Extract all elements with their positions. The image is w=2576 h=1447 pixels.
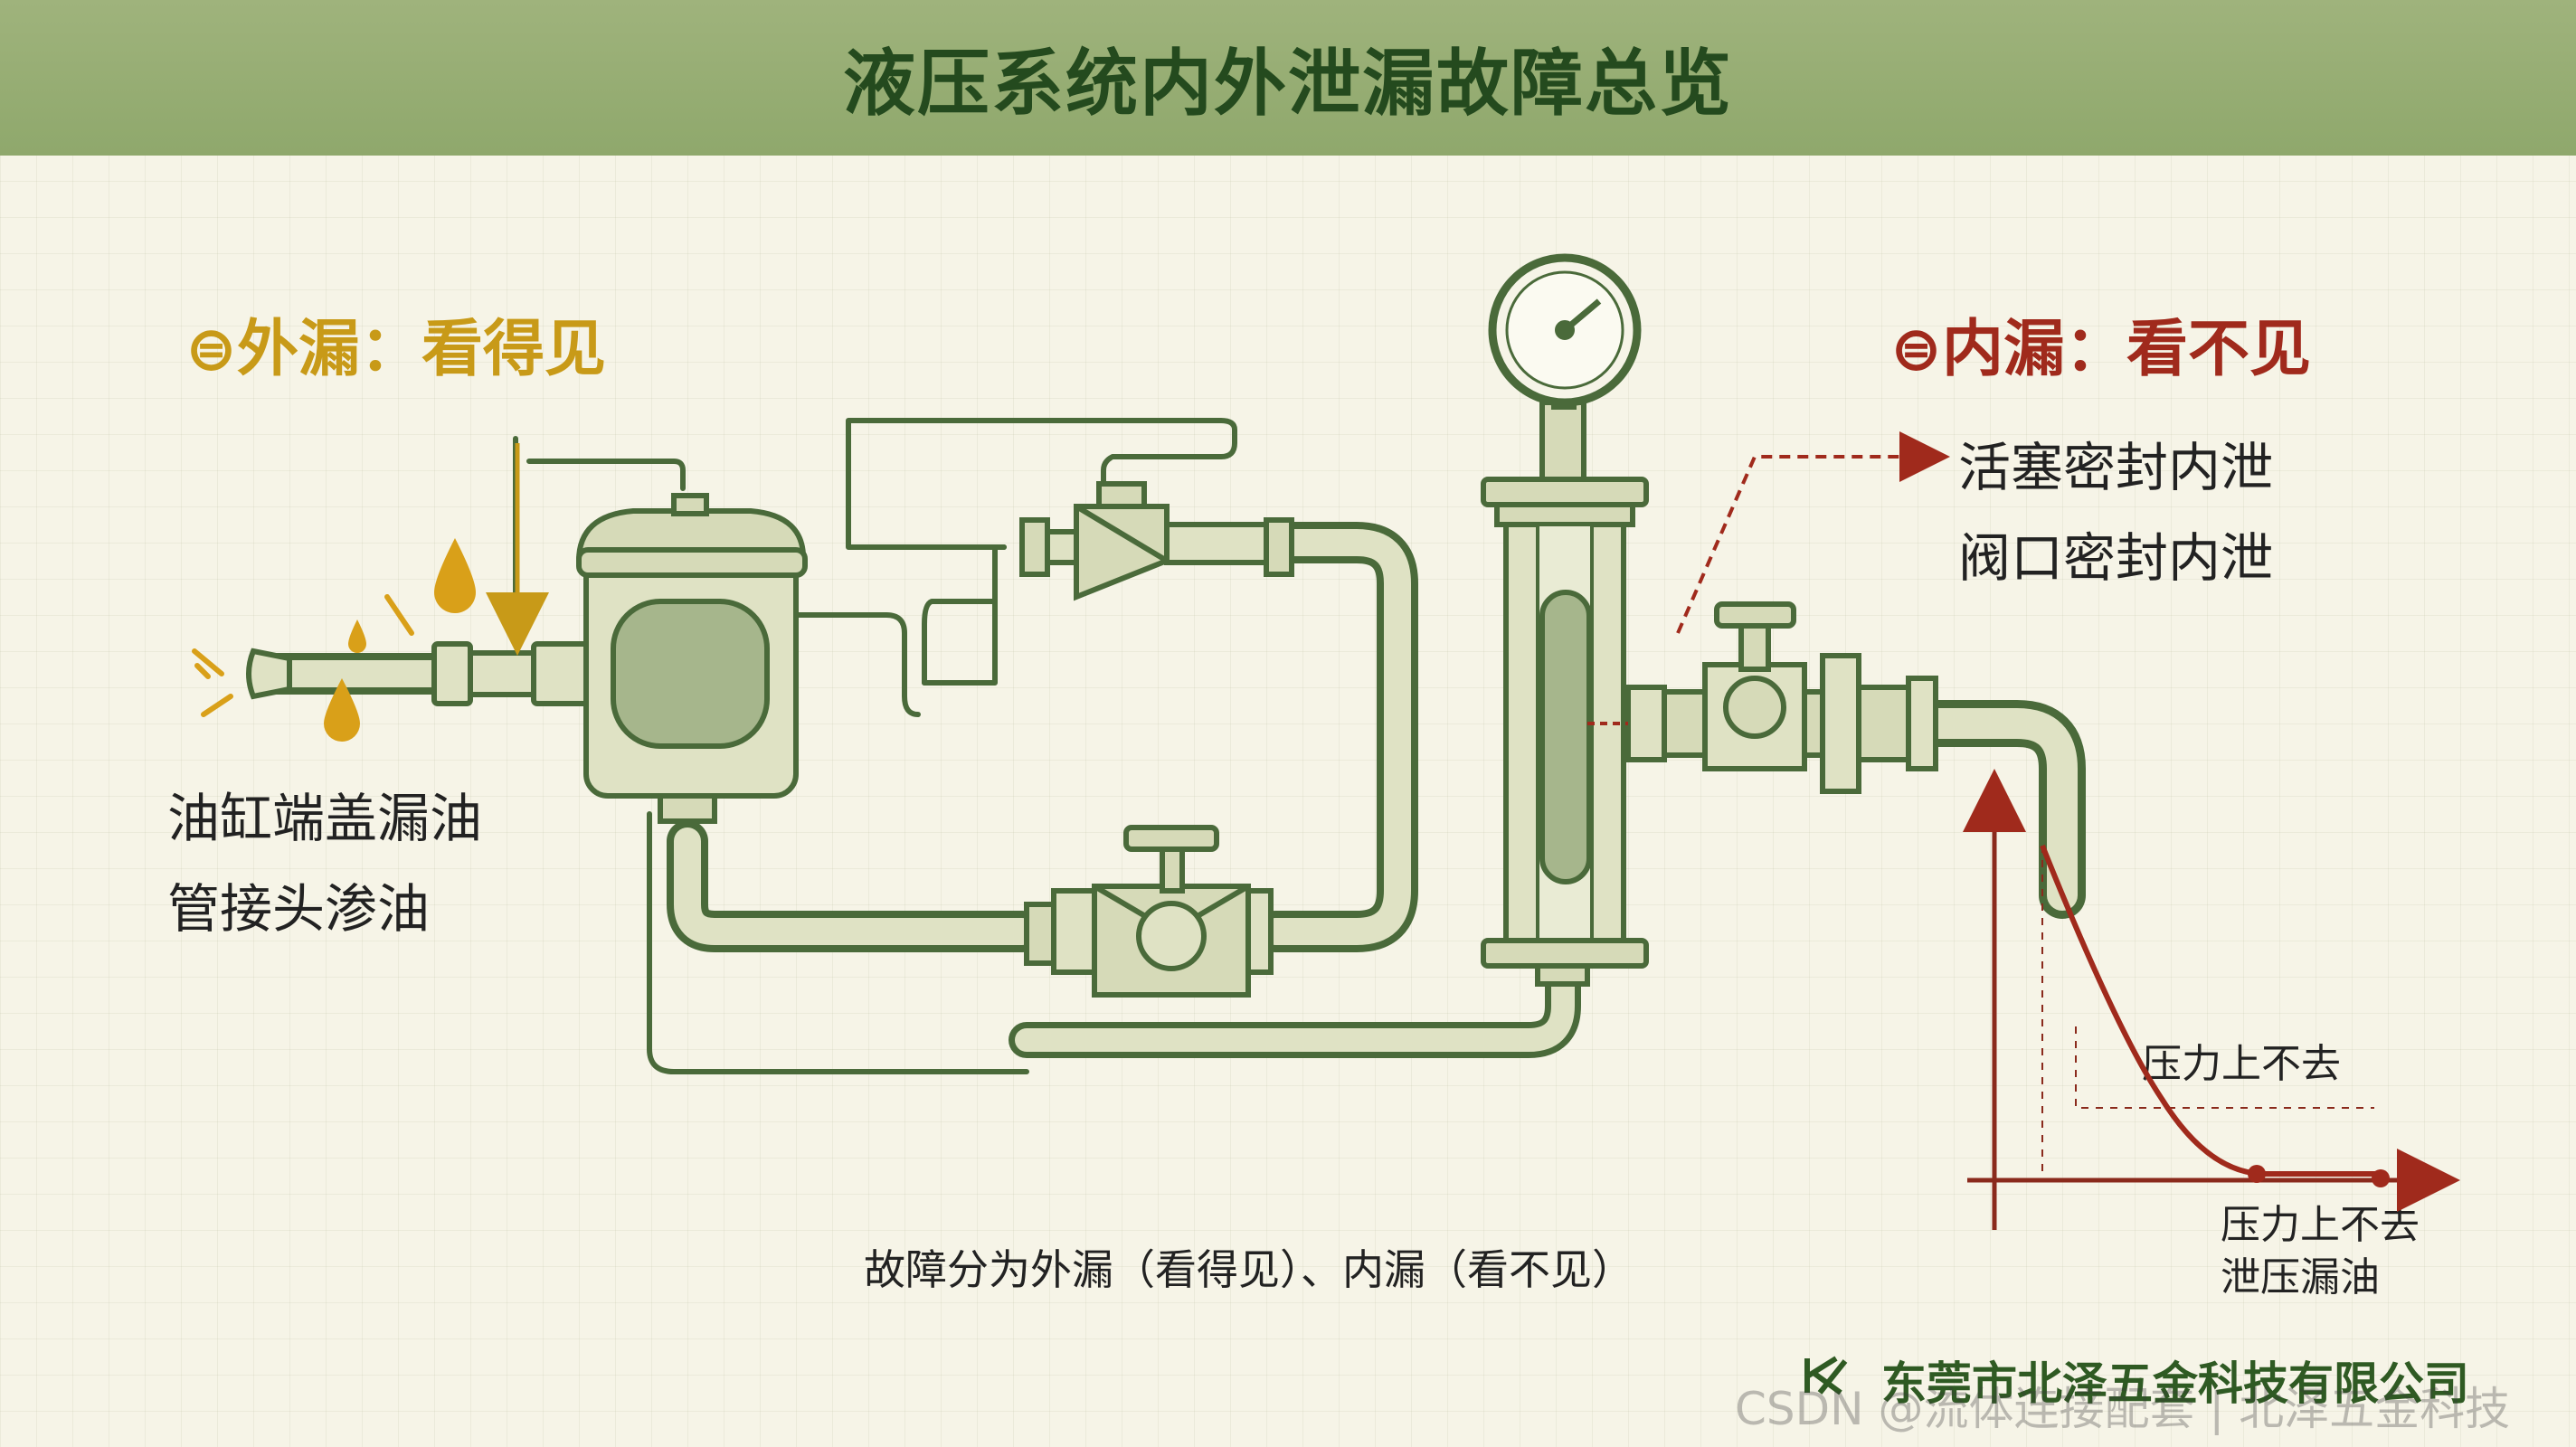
watermark: CSDN @流体连接配套 | 北泽五金科技 [1735,1383,2511,1435]
graph-label-bottom-1: 压力上不去 [2221,1202,2420,1248]
oil-drop-icon [348,619,366,653]
internal-item-piston-seal: 活塞密封内泄 [1958,437,2274,498]
internal-leak-heading: ⊜内漏：看不见 [1890,314,2311,385]
external-item-fitting: 管接头渗油 [167,878,431,940]
page-title: 液压系统内外泄漏故障总览 [843,42,1733,126]
external-item-cylinder-cap: 油缸端盖漏油 [167,788,483,849]
shutoff-valve [1625,601,1938,794]
internal-leak-indicator [1587,431,1950,725]
diagram-caption: 故障分为外漏（看得见）、内漏（看不见） [864,1245,1634,1294]
header-bar: 液压系统内外泄漏故障总览 [0,0,2576,156]
spray-lines [192,594,414,717]
company-name: 东莞市北泽五金科技有限公司 [1881,1357,2469,1410]
graph-label-bottom-2: 泄压漏油 [2221,1254,2380,1300]
graph-label-top: 压力上不去 [2142,1041,2341,1087]
external-leak-heading: ⊜外漏：看得见 [185,314,606,385]
internal-item-valve-seal: 阀口密封内泄 [1958,527,2274,589]
pressure-gauge [1488,253,1642,482]
pipe-network [251,522,2086,1058]
reservoir-tank [575,493,808,824]
solenoid-valve [1019,481,1294,601]
oil-drop-icons [324,538,476,742]
oil-drop-icon [434,538,476,613]
company-logo-icon [1804,1356,1848,1395]
pressure-graph [1963,769,2460,1230]
check-valve [1024,825,1274,998]
oil-drop-icon [324,678,360,742]
hydraulic-cylinder [1481,477,1649,987]
